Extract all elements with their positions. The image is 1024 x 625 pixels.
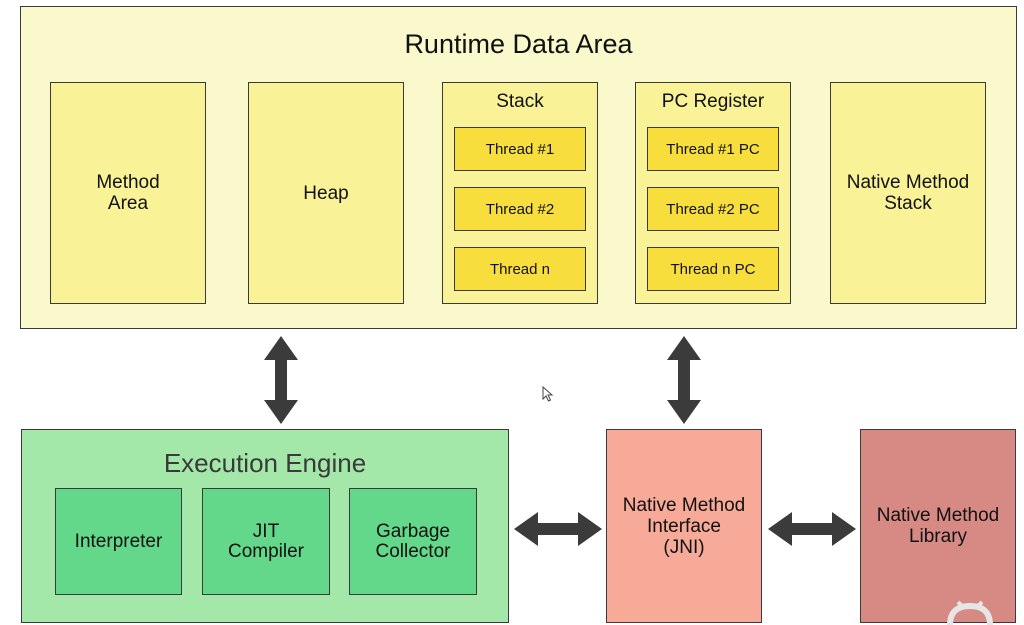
method-area-block: Method Area [50,82,206,304]
execution-jni-arrow [514,512,602,546]
interpreter-block: Interpreter [55,488,182,595]
stack-block: Stack Thread #1 Thread #2 Thread n [442,82,598,304]
pc-thread-n: Thread n PC [647,247,779,291]
pc-register-title: PC Register [661,91,765,112]
mouse-cursor-icon [542,386,554,402]
stack-thread-1: Thread #1 [454,127,586,171]
stack-title: Stack [496,91,544,112]
native-method-stack-block: Native Method Stack [830,82,986,304]
jit-compiler-block: JIT Compiler [202,488,330,595]
pc-register-block: PC Register Thread #1 PC Thread #2 PC Th… [635,82,791,304]
stack-thread-2: Thread #2 [454,187,586,231]
pc-thread-2: Thread #2 PC [647,187,779,231]
garbage-collector-block: Garbage Collector [349,488,477,595]
rda-execution-arrow [264,336,298,424]
rda-jni-arrow [667,336,701,424]
execution-engine-title: Execution Engine [163,448,367,478]
pc-thread-1: Thread #1 PC [647,127,779,171]
native-method-library-block: Native Method Library [860,429,1016,623]
runtime-data-area-title: Runtime Data Area [404,29,633,59]
stack-thread-n: Thread n [454,247,586,291]
jni-library-arrow [768,512,856,546]
watermark-icon [947,600,993,625]
native-method-interface-block: Native Method Interface (JNI) [606,429,762,623]
heap-block: Heap [248,82,404,304]
